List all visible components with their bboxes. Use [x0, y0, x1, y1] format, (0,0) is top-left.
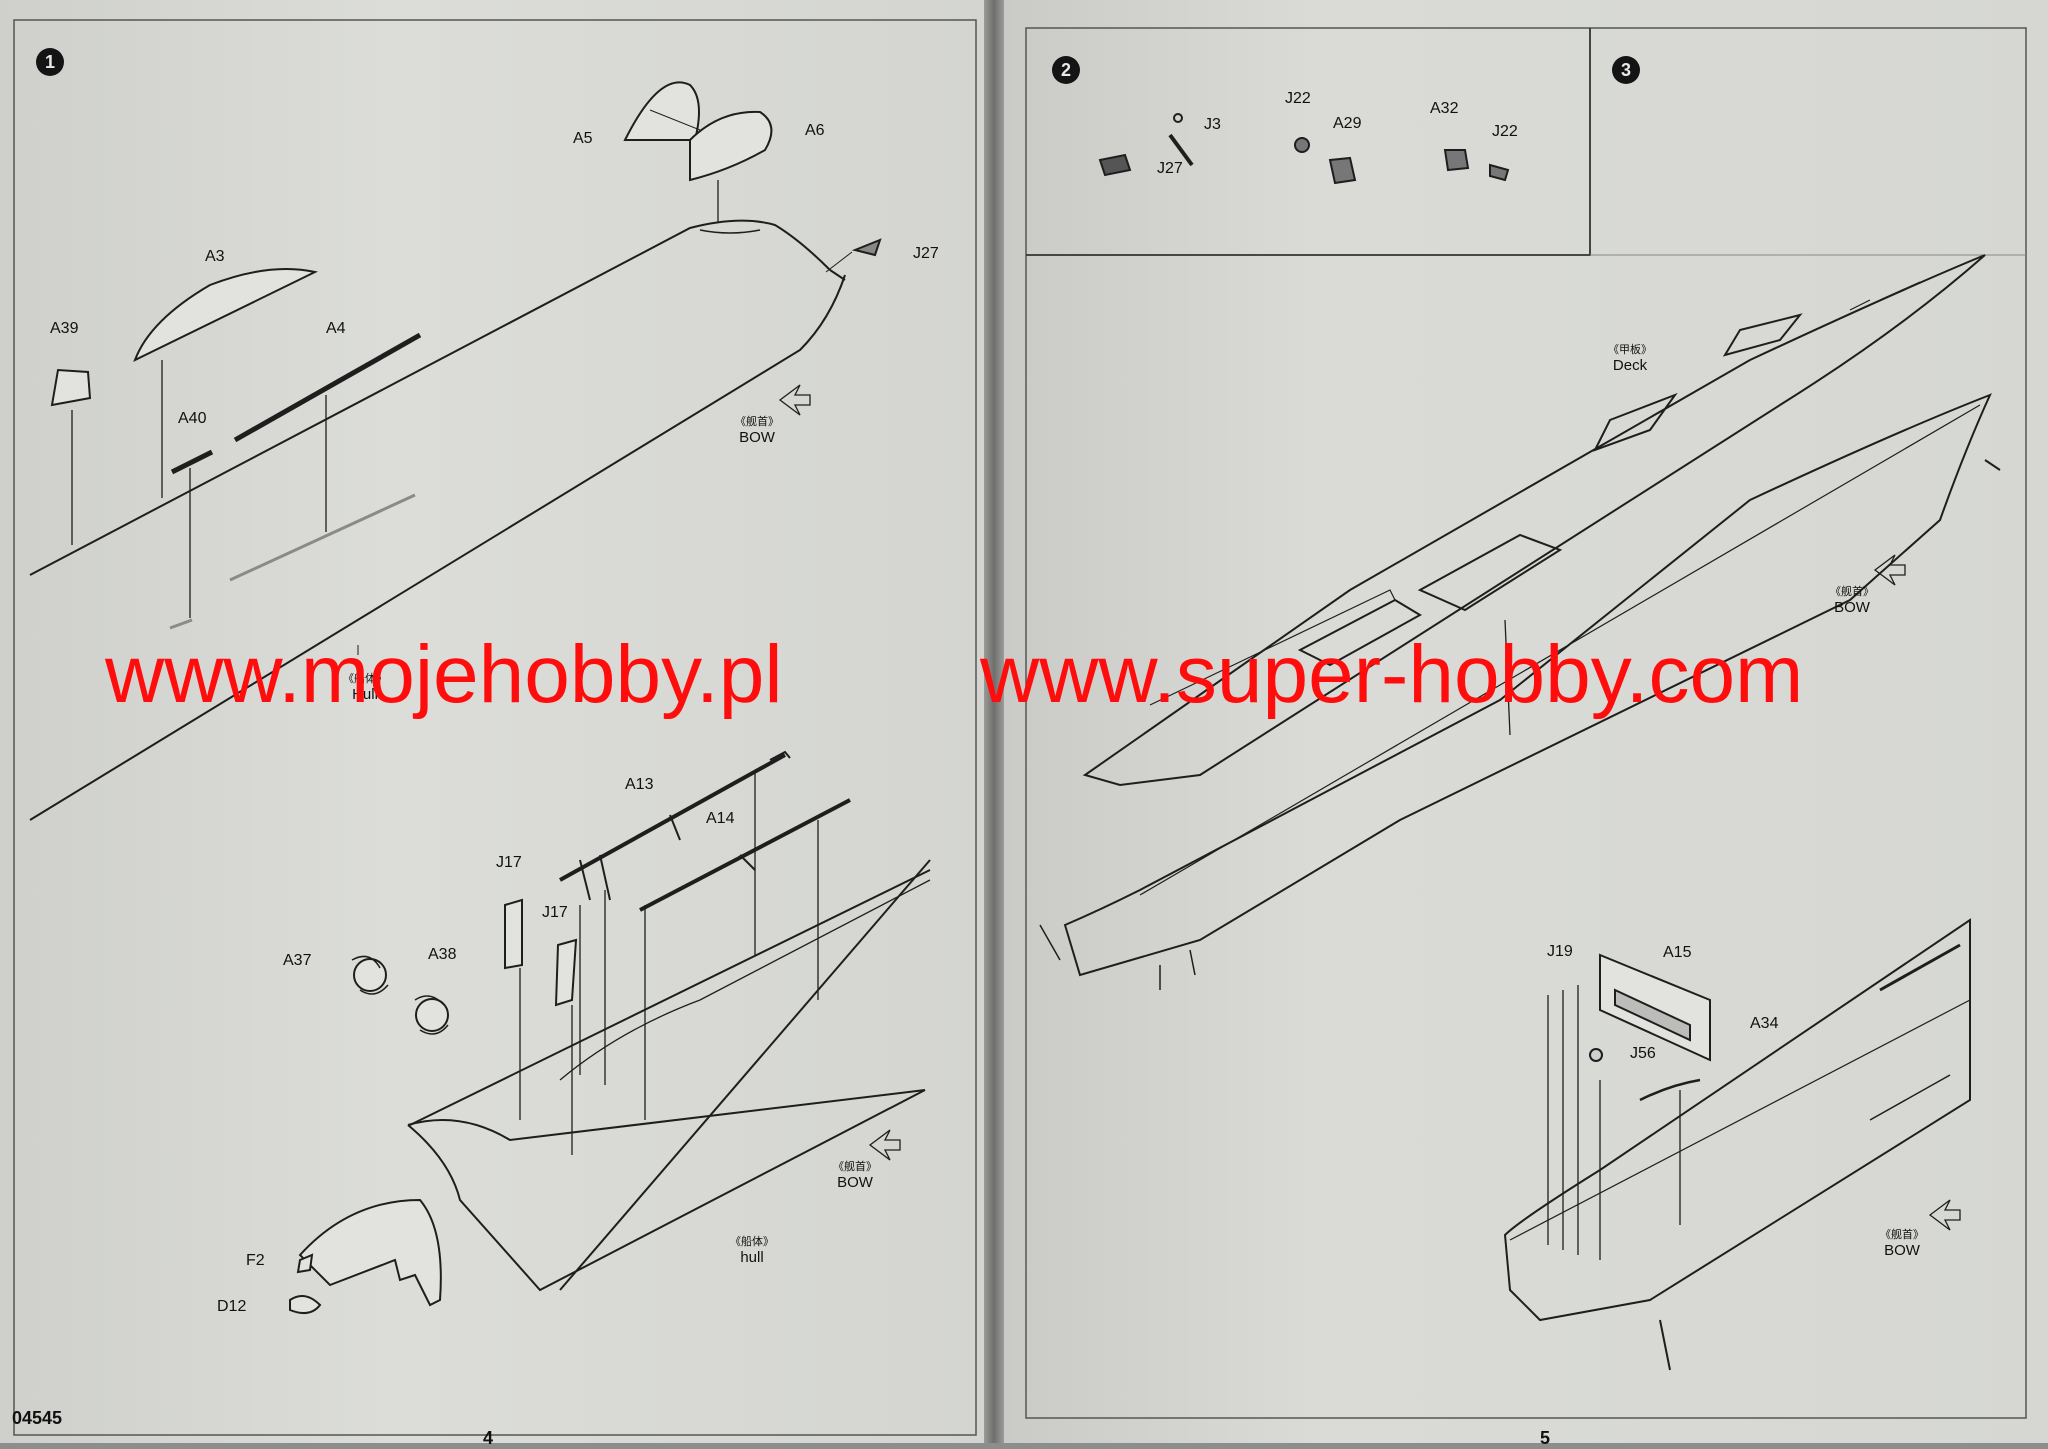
hull-label-lower-cn: 《船体》: [730, 1236, 774, 1248]
part-label-a39: A39: [50, 320, 79, 337]
bow-label-lower-left-cn: 《舰首》: [833, 1161, 877, 1173]
part-label-a40: A40: [178, 410, 207, 427]
part-label-j22-step2: J22: [1285, 90, 1311, 107]
deck-label-en: Deck: [1612, 357, 1648, 374]
part-label-a6: A6: [805, 122, 825, 139]
bow-label-upper-en: BOW: [739, 429, 775, 446]
footer-product-code: 04545: [12, 1408, 63, 1428]
left-instruction-page: [0, 0, 984, 1443]
part-label-a32: A32: [1430, 100, 1459, 117]
part-label-j19: J19: [1547, 943, 1573, 960]
part-label-d12: D12: [217, 1298, 247, 1315]
step2-parts-drawing: [1098, 113, 1510, 185]
hull-label-lower-en: hull: [740, 1249, 764, 1266]
bow-label-lower-left: 《舰首》BOW: [833, 1160, 877, 1192]
watermark-left: www.mojehobby.pl: [105, 629, 783, 720]
part-label-a13: A13: [625, 776, 654, 793]
part-label-a3: A3: [205, 248, 225, 265]
part-label-a34: A34: [1750, 1015, 1779, 1032]
right-instruction-page: [1004, 0, 2048, 1443]
page-number-left: 4: [483, 1428, 494, 1448]
hull-label-upper: 《船体》Hull: [343, 672, 387, 704]
part-label-a38: A38: [428, 946, 457, 963]
upper-hull-drawing: [29, 81, 882, 821]
bow-label-mid-right-cn: 《舰首》: [1830, 586, 1874, 598]
part-label-j22-step2b: J22: [1492, 123, 1518, 140]
part-label-j17-upper: J17: [496, 854, 522, 871]
step-3-marker: 3: [1612, 56, 1640, 84]
bow-label-lower-right-en: BOW: [1884, 1242, 1920, 1259]
part-label-a5: A5: [573, 130, 593, 147]
part-label-j3: J3: [1204, 116, 1221, 133]
hull-label-upper-en: Hull: [352, 686, 378, 703]
booklet-spine: [984, 0, 1004, 1443]
deck-drawing: [1039, 254, 2001, 1371]
part-label-j56: J56: [1630, 1045, 1656, 1062]
part-label-j27-right: J27: [1157, 160, 1183, 177]
part-label-j27-left: J27: [913, 245, 939, 262]
bow-label-upper-cn: 《舰首》: [735, 416, 779, 428]
bow-label-lower-right-cn: 《舰首》: [1880, 1229, 1924, 1241]
step-2-marker: 2: [1052, 56, 1080, 84]
part-label-a4: A4: [326, 320, 346, 337]
bow-label-lower-left-en: BOW: [837, 1174, 873, 1191]
lower-hull-drawing: [289, 750, 931, 1315]
bow-label-lower-right: 《舰首》BOW: [1880, 1228, 1924, 1260]
part-label-a14: A14: [706, 810, 735, 827]
hull-label-lower: 《船体》hull: [730, 1235, 774, 1267]
watermark-right: www.super-hobby.com: [980, 629, 1804, 720]
page-number-right: 5: [1540, 1428, 1551, 1448]
part-label-a29: A29: [1333, 115, 1362, 132]
bow-label-upper: 《舰首》BOW: [735, 415, 779, 447]
bow-label-mid-right: 《舰首》BOW: [1830, 585, 1874, 617]
deck-label: 《甲板》Deck: [1608, 343, 1652, 375]
part-label-f2: F2: [246, 1252, 265, 1269]
part-label-j17-lower: J17: [542, 904, 568, 921]
part-label-a15: A15: [1663, 944, 1692, 961]
bow-label-mid-right-en: BOW: [1834, 599, 1870, 616]
part-label-a37: A37: [283, 952, 312, 969]
hull-label-upper-cn: 《船体》: [343, 673, 387, 685]
step-1-marker: 1: [36, 48, 64, 76]
deck-label-cn: 《甲板》: [1608, 344, 1652, 356]
